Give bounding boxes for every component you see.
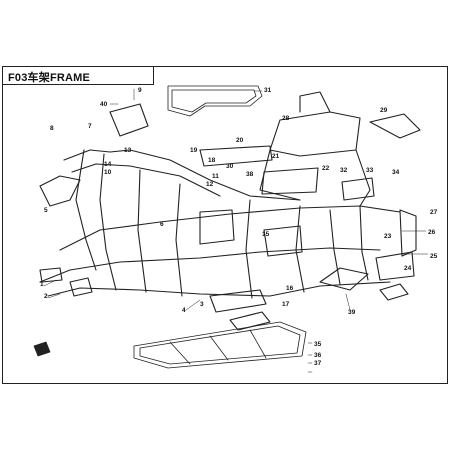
callout-36: 36 [314, 352, 322, 359]
callout-39: 39 [348, 309, 356, 316]
callout-34: 34 [392, 169, 400, 176]
callout-28: 28 [282, 115, 290, 122]
leader-lines [43, 88, 429, 373]
callout-38: 38 [246, 171, 254, 178]
main-frame [39, 91, 421, 331]
callout-16: 16 [286, 285, 294, 292]
brand-emblem [33, 341, 51, 357]
callout-6: 6 [160, 221, 164, 228]
callout-33: 33 [366, 167, 374, 174]
callout-19: 19 [190, 147, 198, 154]
callout-18: 18 [208, 157, 216, 164]
callout-17: 17 [282, 301, 290, 308]
callout-13: 13 [124, 147, 132, 154]
callout-23: 23 [384, 233, 392, 240]
callout-40: 40 [100, 101, 108, 108]
callout-29: 29 [380, 107, 388, 114]
bottom-skid-plate [133, 321, 307, 369]
callout-14: 14 [104, 161, 112, 168]
skid-plate-top [167, 85, 263, 117]
callout-24: 24 [404, 265, 412, 272]
callout-numbers: 1 2 3 4 5 6 7 8 9 10 11 12 13 14 15 16 1… [40, 87, 438, 367]
title-box: F03车架FRAME [2, 66, 154, 85]
callout-9: 9 [138, 87, 142, 94]
callout-12: 12 [206, 181, 214, 188]
callout-27: 27 [430, 209, 438, 216]
callout-8: 8 [50, 125, 54, 132]
callout-37: 37 [314, 360, 322, 367]
callout-31: 31 [264, 87, 272, 94]
callout-30: 30 [226, 163, 234, 170]
callout-7: 7 [88, 123, 92, 130]
callout-20: 20 [236, 137, 244, 144]
callout-32: 32 [340, 167, 348, 174]
callout-15: 15 [262, 231, 270, 238]
callout-21: 21 [272, 153, 280, 160]
callout-25: 25 [430, 253, 438, 260]
callout-4: 4 [182, 307, 186, 314]
callout-35: 35 [314, 341, 322, 348]
callout-5: 5 [44, 207, 48, 214]
diagram-border [2, 66, 448, 384]
callout-22: 22 [322, 165, 330, 172]
callout-11: 11 [212, 173, 219, 180]
callout-1: 1 [40, 281, 44, 288]
callout-2: 2 [44, 293, 48, 300]
callout-3: 3 [200, 301, 204, 308]
callout-26: 26 [428, 229, 436, 236]
page-title: F03车架FRAME [8, 72, 91, 84]
callout-10: 10 [104, 169, 112, 176]
